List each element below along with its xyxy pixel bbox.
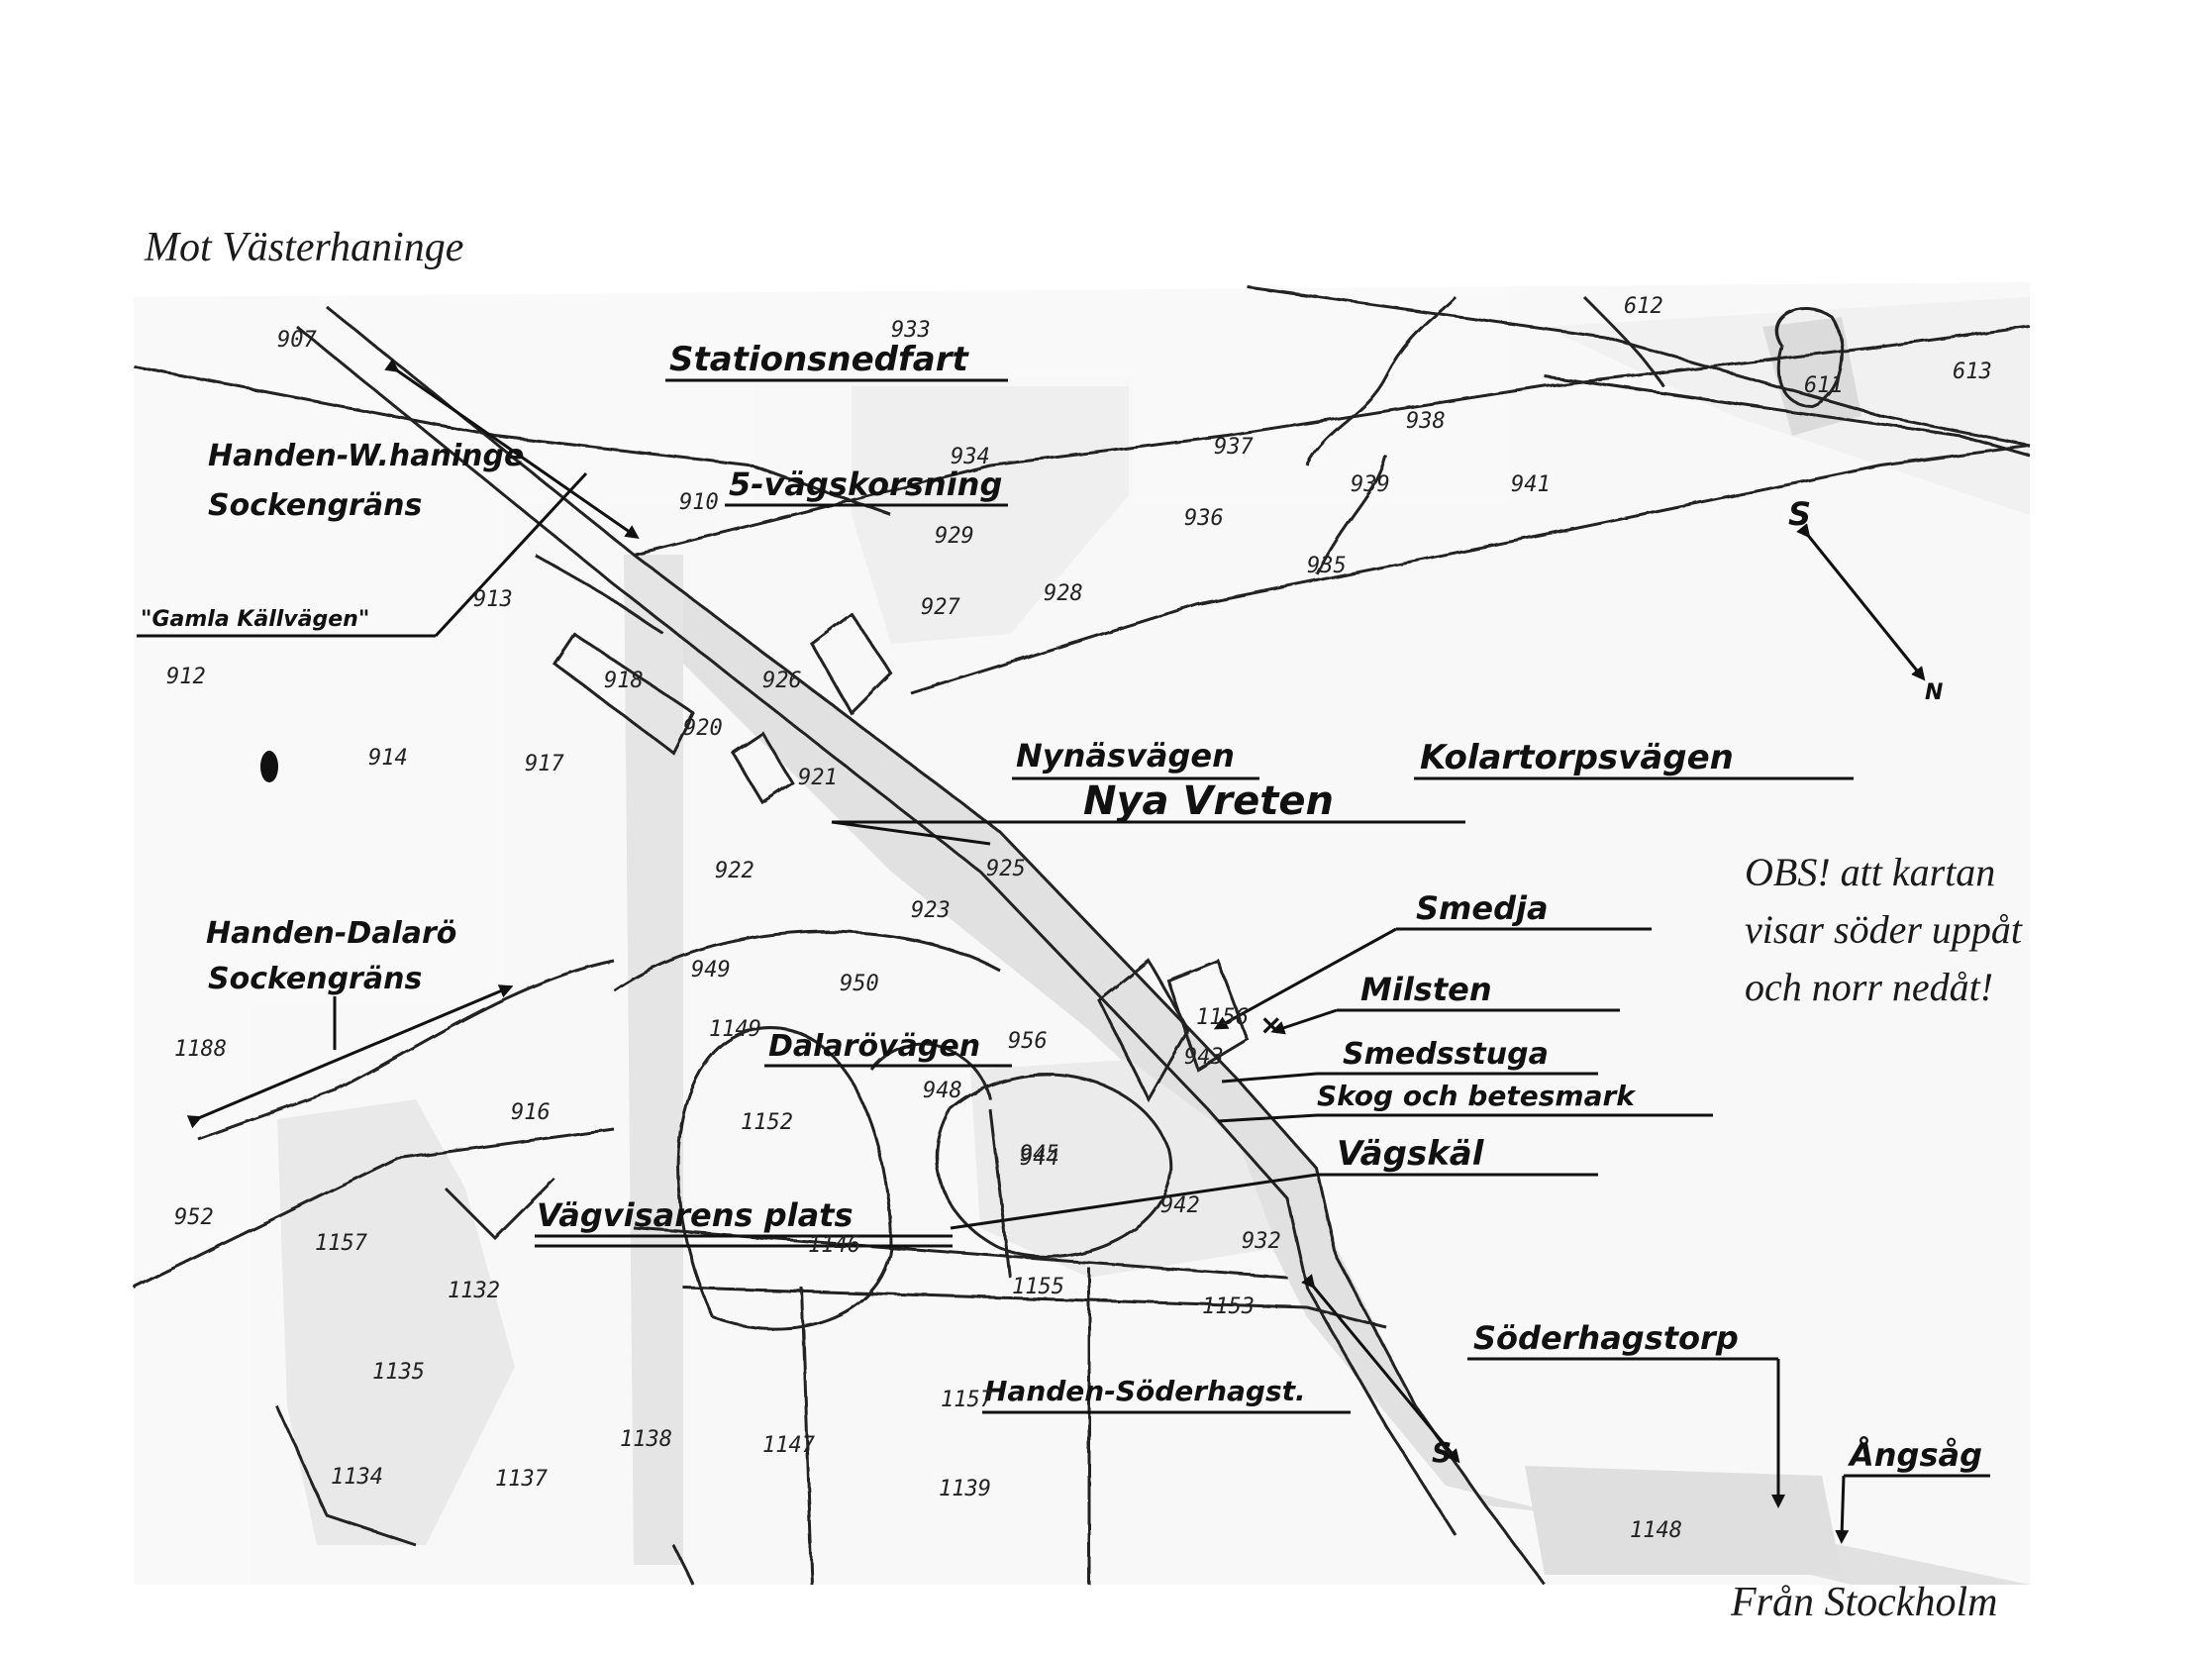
parcel-number: 1147: [762, 1433, 816, 1458]
parcel-number: 938: [1406, 409, 1446, 434]
label-angsag: Ångsåg: [1847, 1436, 1982, 1474]
parcel-number: 910: [679, 490, 719, 515]
label-handen-wh-boundary-1: Handen-W.haninge: [208, 439, 524, 473]
parcel-number: 912: [166, 665, 206, 689]
label-smedsstuga: Smedsstuga: [1343, 1037, 1549, 1072]
parcel-number: 1188: [174, 1037, 227, 1062]
parcel-number: 922: [715, 859, 754, 883]
label-handen-dalaro-boundary-2: Sockengräns: [208, 962, 422, 996]
parcel-number: 917: [525, 752, 564, 776]
note-line: och norr nedåt!: [1745, 965, 1994, 1009]
parcel-number: 1137: [495, 1467, 549, 1492]
parcel-number: 942: [1160, 1193, 1200, 1218]
parcel-number: 914: [368, 746, 408, 771]
parcel-number: 1134: [331, 1465, 383, 1490]
parcel-numbers: 907 933 934 937 938 939 941 611 612 613 …: [166, 294, 1992, 1543]
parcel-number: 916: [511, 1100, 551, 1125]
label-stationsnedfart: Stationsnedfart: [669, 340, 969, 379]
label-milsten: Milsten: [1360, 971, 1492, 1008]
parcel-number: 950: [840, 972, 879, 996]
parcel-number: 956: [1008, 1029, 1048, 1054]
parcel-number: 612: [1624, 294, 1663, 319]
parcel-number: 932: [1242, 1229, 1281, 1254]
parcel-number: 937: [1214, 435, 1254, 460]
parcel-number: 611: [1804, 373, 1844, 398]
label-handen-dalaro-boundary-1: Handen-Dalarö: [206, 916, 456, 951]
road-south-label: S: [1432, 1436, 1452, 1469]
parcel-number: 1148: [1630, 1518, 1682, 1543]
milsten-marker: ×: [1259, 1008, 1282, 1041]
parcel-number: 923: [911, 898, 951, 923]
label-gamla-kallvagen: "Gamla Källvägen": [141, 607, 369, 632]
parcel-number: 933: [891, 318, 931, 343]
label-skog-och-betesmark: Skog och betesmark: [1317, 1080, 1637, 1112]
parcel-number: 1146: [808, 1233, 860, 1258]
map-shading: [134, 282, 2030, 1585]
parcel-number: 943: [1184, 1045, 1224, 1070]
label-soderhagstorp: Söderhagstorp: [1473, 1319, 1739, 1357]
ink-blot: [260, 751, 278, 782]
parcel-number: 945: [1020, 1142, 1059, 1167]
parcel-number: 926: [762, 669, 802, 693]
parcel-number: 1157: [941, 1388, 994, 1412]
label-lines: [137, 359, 1990, 1544]
map-lines: [133, 285, 2031, 1586]
parcel-number: 935: [1307, 554, 1347, 578]
parcel-number: 921: [798, 766, 838, 790]
caption-fran-stockholm: Från Stockholm: [1731, 1580, 1998, 1625]
parcel-number: 936: [1184, 506, 1224, 531]
parcel-number: 913: [473, 587, 513, 612]
parcel-number: 939: [1351, 472, 1390, 497]
parcel-number: 952: [174, 1205, 214, 1230]
label-vagskal: Vägskäl: [1337, 1134, 1485, 1174]
compass-north-label: N: [1925, 680, 1943, 705]
parcel-number: 1139: [939, 1477, 991, 1501]
parcel-number: 920: [683, 716, 723, 741]
label-handen-soderhagst: Handen-Söderhagst.: [984, 1375, 1306, 1407]
parcel-number: 907: [277, 328, 317, 353]
note-line: visar söder uppåt: [1745, 907, 2022, 952]
label-smedja: Smedja: [1416, 889, 1549, 927]
label-kolartorpsvagen: Kolartorpsvägen: [1420, 738, 1734, 777]
parcel-number: 948: [923, 1079, 962, 1103]
handwritten-labels: Stationsnedfart 5-vägskorsning Handen-W.…: [141, 340, 1982, 1474]
parcel-number: 927: [921, 595, 960, 620]
parcel-number: 941: [1511, 472, 1551, 497]
orientation-note: OBS! att kartan visar söder uppåt och no…: [1745, 844, 2121, 1016]
label-5-vagskorsning: 5-vägskorsning: [729, 465, 1002, 503]
parcel-number: 1156: [1196, 1005, 1249, 1030]
parcel-number: 949: [691, 958, 731, 982]
label-handen-wh-boundary-2: Sockengräns: [208, 488, 422, 523]
parcel-number: 1153: [1202, 1294, 1255, 1319]
parcel-number: 918: [604, 669, 644, 693]
parcel-number: 928: [1044, 581, 1083, 606]
parcel-number: 929: [935, 524, 974, 549]
parcel-number: 944: [1020, 1146, 1059, 1171]
parcel-number: 613: [1953, 360, 1992, 384]
parcel-number: 1152: [741, 1110, 793, 1135]
note-line: OBS! att kartan: [1745, 850, 1996, 894]
parcel-number: 1157: [315, 1231, 368, 1256]
parcel-number: 1132: [448, 1279, 500, 1303]
parcel-number: 1155: [1012, 1275, 1064, 1299]
parcel-number: 1138: [620, 1427, 672, 1452]
caption-mot-vasterhaninge: Mot Västerhaninge: [145, 225, 464, 270]
parcel-number: 925: [986, 857, 1026, 881]
parcel-number: 1149: [709, 1017, 761, 1042]
parcel-number: 1135: [372, 1360, 425, 1385]
label-vagvisarens-plats: Vägvisarens plats: [537, 1196, 854, 1234]
compass-south-label: S: [1788, 495, 1811, 533]
label-dalarovagen: Dalarövägen: [768, 1029, 980, 1064]
label-nynasvagen: Nynäsvägen: [1016, 737, 1235, 775]
label-nya-vreten: Nya Vreten: [1083, 778, 1334, 824]
parcel-number: 934: [951, 445, 990, 469]
